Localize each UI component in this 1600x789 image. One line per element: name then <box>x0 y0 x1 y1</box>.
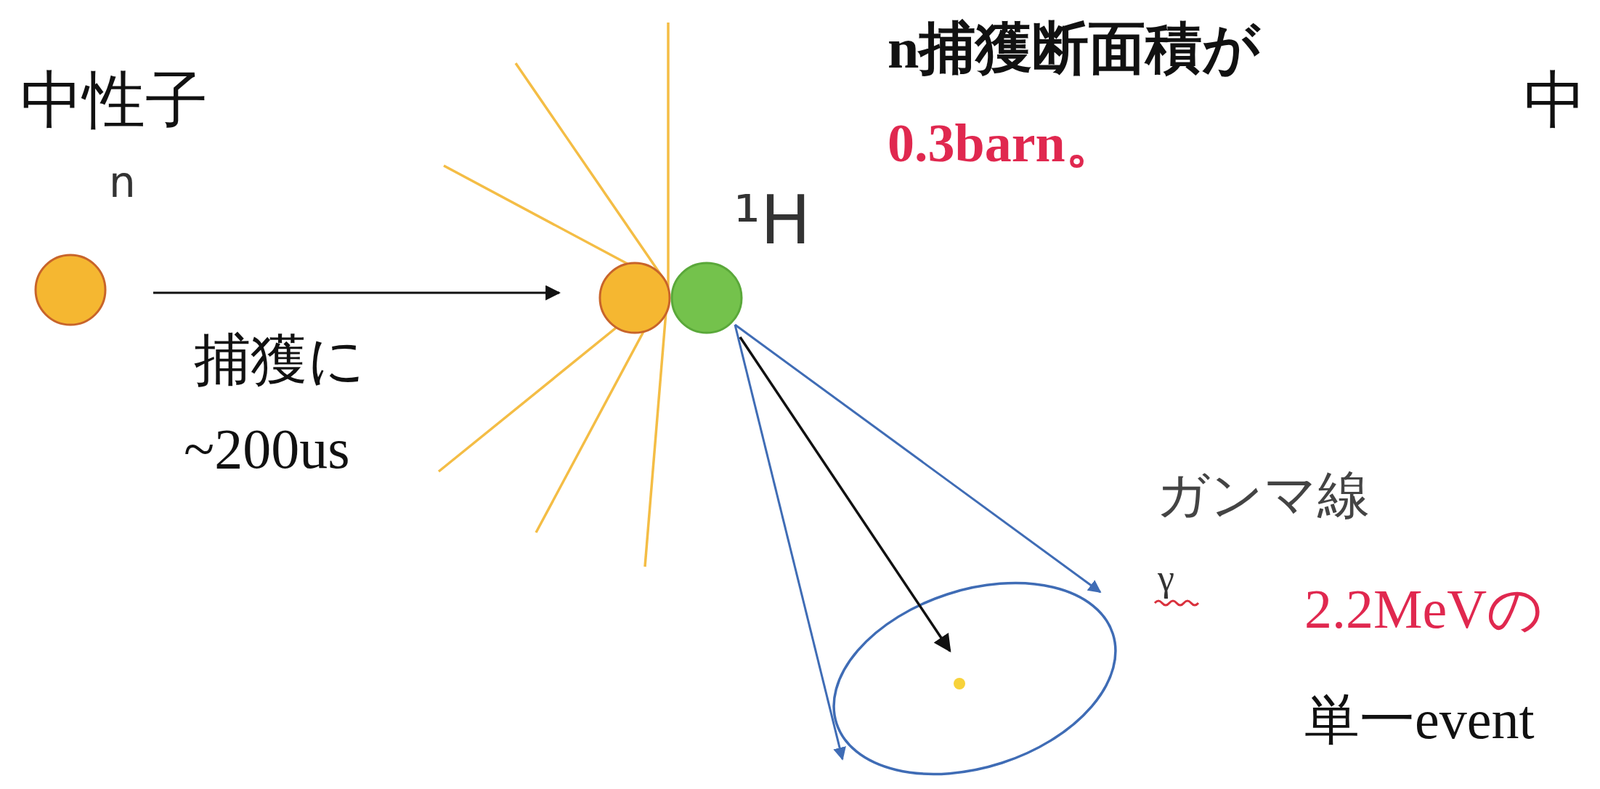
cut-heading: 中 <box>1523 68 1587 132</box>
particle-label: n <box>108 161 136 204</box>
time-note: 捕獲に <box>193 331 366 389</box>
energy-value: 2.2MeVの <box>1304 581 1544 637</box>
gamma-cone <box>734 324 1141 789</box>
cross-section-note: n捕獲断面積が <box>887 20 1261 77</box>
hydrogen-circle <box>671 262 742 333</box>
neutron-circle <box>35 254 106 325</box>
time-value: ~200us <box>183 420 351 478</box>
motion-arrow <box>153 291 560 295</box>
gamma-label: ガンマ線 <box>1156 468 1370 521</box>
nucleus-label: ¹H <box>733 187 811 255</box>
cross-section-value: 0.3barn。 <box>887 116 1120 170</box>
event-note: 単一event <box>1304 691 1535 747</box>
section-heading: 中性子 <box>20 68 208 132</box>
neutron-circle <box>599 262 670 333</box>
wavy-underline <box>1154 600 1199 605</box>
gamma-symbol: γ <box>1157 559 1175 598</box>
